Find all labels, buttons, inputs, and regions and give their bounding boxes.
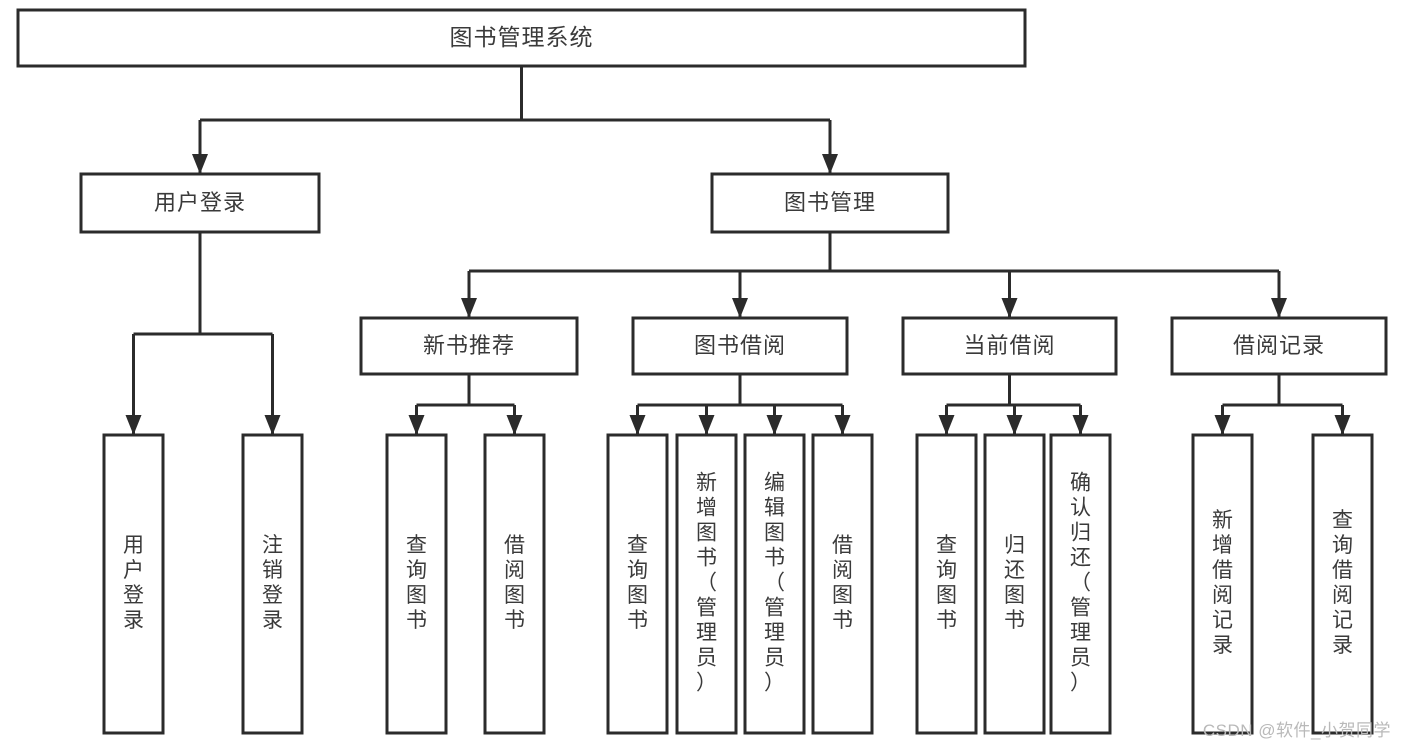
arrow-head-icon xyxy=(1271,298,1287,318)
leaf-node-2-label: 注销登录 xyxy=(262,534,283,632)
leaf-node-5-box[interactable] xyxy=(606,433,669,735)
level3-node-4-label: 借阅记录 xyxy=(1233,333,1325,358)
arrow-head-icon xyxy=(698,415,715,435)
arrow-head-icon xyxy=(506,415,523,435)
leaf-node-2[interactable]: 注销登录 xyxy=(241,433,304,735)
leaf-node-8[interactable]: 借阅图书 xyxy=(811,433,874,735)
level3-node-3-label: 当前借阅 xyxy=(963,333,1055,358)
arrow-head-icon xyxy=(125,415,142,435)
leaf-node-11[interactable]: 确认归还（管理员） xyxy=(1049,433,1112,735)
leaf-node-1-label: 用户登录 xyxy=(123,534,144,632)
level2-node-2[interactable]: 图书管理 xyxy=(710,172,950,234)
leaf-node-12-label: 新增借阅记录 xyxy=(1212,509,1233,657)
level3-node-4-box[interactable] xyxy=(1170,316,1388,376)
level2-node-1[interactable]: 用户登录 xyxy=(79,172,321,234)
level3-node-2-label: 图书借阅 xyxy=(694,333,786,358)
leaf-node-3-label: 查询图书 xyxy=(406,534,427,632)
level2-node-1-label: 用户登录 xyxy=(154,190,246,215)
arrow-head-icon xyxy=(732,298,748,318)
level2-node-2-label: 图书管理 xyxy=(784,190,876,215)
arrow-head-icon xyxy=(938,415,955,435)
leaf-node-1-box[interactable] xyxy=(102,433,165,735)
level2-node-2-box[interactable] xyxy=(710,172,950,234)
level3-node-2[interactable]: 图书借阅 xyxy=(631,316,849,376)
leaf-node-6-box[interactable] xyxy=(675,433,738,735)
root-node-label: 图书管理系统 xyxy=(450,24,594,50)
node-layer: 图书管理系统用户登录图书管理新书推荐图书借阅当前借阅借阅记录用户登录注销登录查询… xyxy=(16,8,1388,735)
level3-node-4[interactable]: 借阅记录 xyxy=(1170,316,1388,376)
leaf-node-5[interactable]: 查询图书 xyxy=(606,433,669,735)
leaf-node-8-label: 借阅图书 xyxy=(832,534,853,632)
leaf-node-7-box[interactable] xyxy=(743,433,806,735)
arrow-head-icon xyxy=(834,415,851,435)
level3-node-1-label: 新书推荐 xyxy=(423,333,515,358)
arrow-head-icon xyxy=(461,298,477,318)
arrow-head-icon xyxy=(629,415,646,435)
leaf-node-8-box[interactable] xyxy=(811,433,874,735)
root-node-box[interactable] xyxy=(16,8,1027,68)
leaf-node-9-label: 查询图书 xyxy=(936,534,957,632)
root-node[interactable]: 图书管理系统 xyxy=(16,8,1027,68)
leaf-node-2-box[interactable] xyxy=(241,433,304,735)
connector-layer xyxy=(125,66,1351,435)
leaf-node-5-label: 查询图书 xyxy=(627,534,648,632)
arrow-head-icon xyxy=(192,154,208,174)
leaf-node-6-label: 新增图书（管理员） xyxy=(696,471,717,694)
leaf-node-12[interactable]: 新增借阅记录 xyxy=(1191,433,1254,735)
leaf-node-13[interactable]: 查询借阅记录 xyxy=(1311,433,1374,735)
leaf-node-6[interactable]: 新增图书（管理员） xyxy=(675,433,738,735)
arrow-head-icon xyxy=(1214,415,1231,435)
leaf-node-11-label: 确认归还（管理员） xyxy=(1070,471,1091,694)
arrow-head-icon xyxy=(1334,415,1351,435)
arrow-head-icon xyxy=(766,415,783,435)
leaf-node-3[interactable]: 查询图书 xyxy=(385,433,448,735)
leaf-node-7-label: 编辑图书（管理员） xyxy=(764,471,785,694)
leaf-node-10-label: 归还图书 xyxy=(1004,534,1025,632)
leaf-node-7[interactable]: 编辑图书（管理员） xyxy=(743,433,806,735)
leaf-node-12-box[interactable] xyxy=(1191,433,1254,735)
leaf-node-4-box[interactable] xyxy=(483,433,546,735)
leaf-node-10[interactable]: 归还图书 xyxy=(983,433,1046,735)
level2-node-1-box[interactable] xyxy=(79,172,321,234)
arrow-head-icon xyxy=(1001,298,1018,318)
level3-node-2-box[interactable] xyxy=(631,316,849,376)
level3-node-1-box[interactable] xyxy=(359,316,579,376)
leaf-node-9[interactable]: 查询图书 xyxy=(915,433,978,735)
level3-node-3-box[interactable] xyxy=(901,316,1118,376)
arrow-head-icon xyxy=(1006,415,1023,435)
leaf-node-13-label: 查询借阅记录 xyxy=(1332,509,1353,657)
arrow-head-icon xyxy=(408,415,425,435)
arrow-head-icon xyxy=(822,154,838,174)
leaf-node-4-label: 借阅图书 xyxy=(504,534,525,632)
watermark-text: CSDN @软件_小贺同学 xyxy=(1202,721,1391,740)
leaf-node-13-box[interactable] xyxy=(1311,433,1374,735)
level3-node-3[interactable]: 当前借阅 xyxy=(901,316,1118,376)
leaf-node-1[interactable]: 用户登录 xyxy=(102,433,165,735)
leaf-node-11-box[interactable] xyxy=(1049,433,1112,735)
leaf-node-9-box[interactable] xyxy=(915,433,978,735)
arrow-head-icon xyxy=(264,415,281,435)
leaf-node-4[interactable]: 借阅图书 xyxy=(483,433,546,735)
level3-node-1[interactable]: 新书推荐 xyxy=(359,316,579,376)
leaf-node-10-box[interactable] xyxy=(983,433,1046,735)
arrow-head-icon xyxy=(1072,415,1089,435)
leaf-node-3-box[interactable] xyxy=(385,433,448,735)
